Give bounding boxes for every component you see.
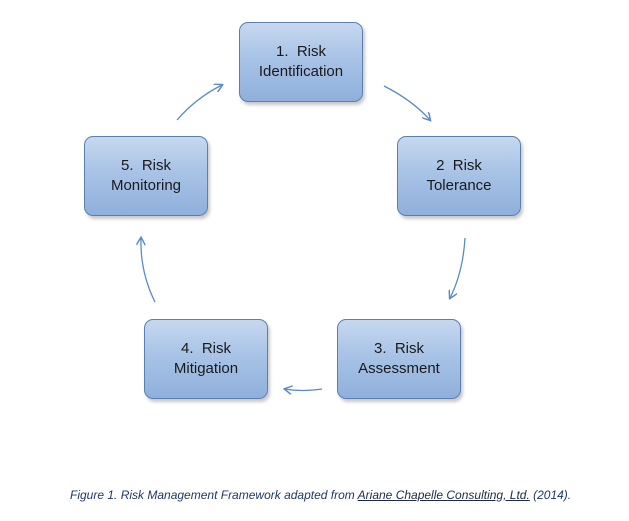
step-risk-tolerance: 2 Risk Tolerance (397, 136, 521, 216)
step-5-subtitle: Monitoring (110, 177, 182, 194)
step-1-subtitle: Identification (258, 63, 344, 80)
step-3-subtitle: Assessment (358, 360, 440, 377)
step-risk-monitoring: 5. Risk Monitoring (84, 136, 208, 216)
step-3-title: 3. Risk (373, 340, 425, 357)
step-risk-mitigation: 4. Risk Mitigation (144, 319, 268, 399)
step-risk-identification: 1. Risk Identification (239, 22, 363, 102)
step-risk-assessment: 3. Risk Assessment (337, 319, 461, 399)
arrow-assessment-to-mitigation (285, 389, 323, 391)
arrow-tolerance-to-assessment (450, 237, 466, 298)
arrow-monitoring-to-identification (176, 85, 222, 121)
step-5-title: 5. Risk (120, 157, 172, 174)
arrow-mitigation-to-monitoring (141, 238, 156, 303)
caption-suffix: (2014). (529, 488, 572, 502)
step-1-title: 1. Risk (275, 43, 327, 60)
step-2-title: 2 Risk (436, 157, 482, 174)
step-4-title: 4. Risk (180, 340, 232, 357)
caption-prefix: Figure 1. Risk Management Framework adap… (70, 488, 358, 502)
caption-source-link[interactable]: Ariane Chapelle Consulting, Ltd. (357, 488, 530, 502)
step-2-subtitle: Tolerance (426, 177, 492, 194)
arrow-identification-to-tolerance (383, 85, 430, 120)
figure-caption: Figure 1. Risk Management Framework adap… (70, 488, 571, 502)
step-4-subtitle: Mitigation (173, 360, 239, 377)
